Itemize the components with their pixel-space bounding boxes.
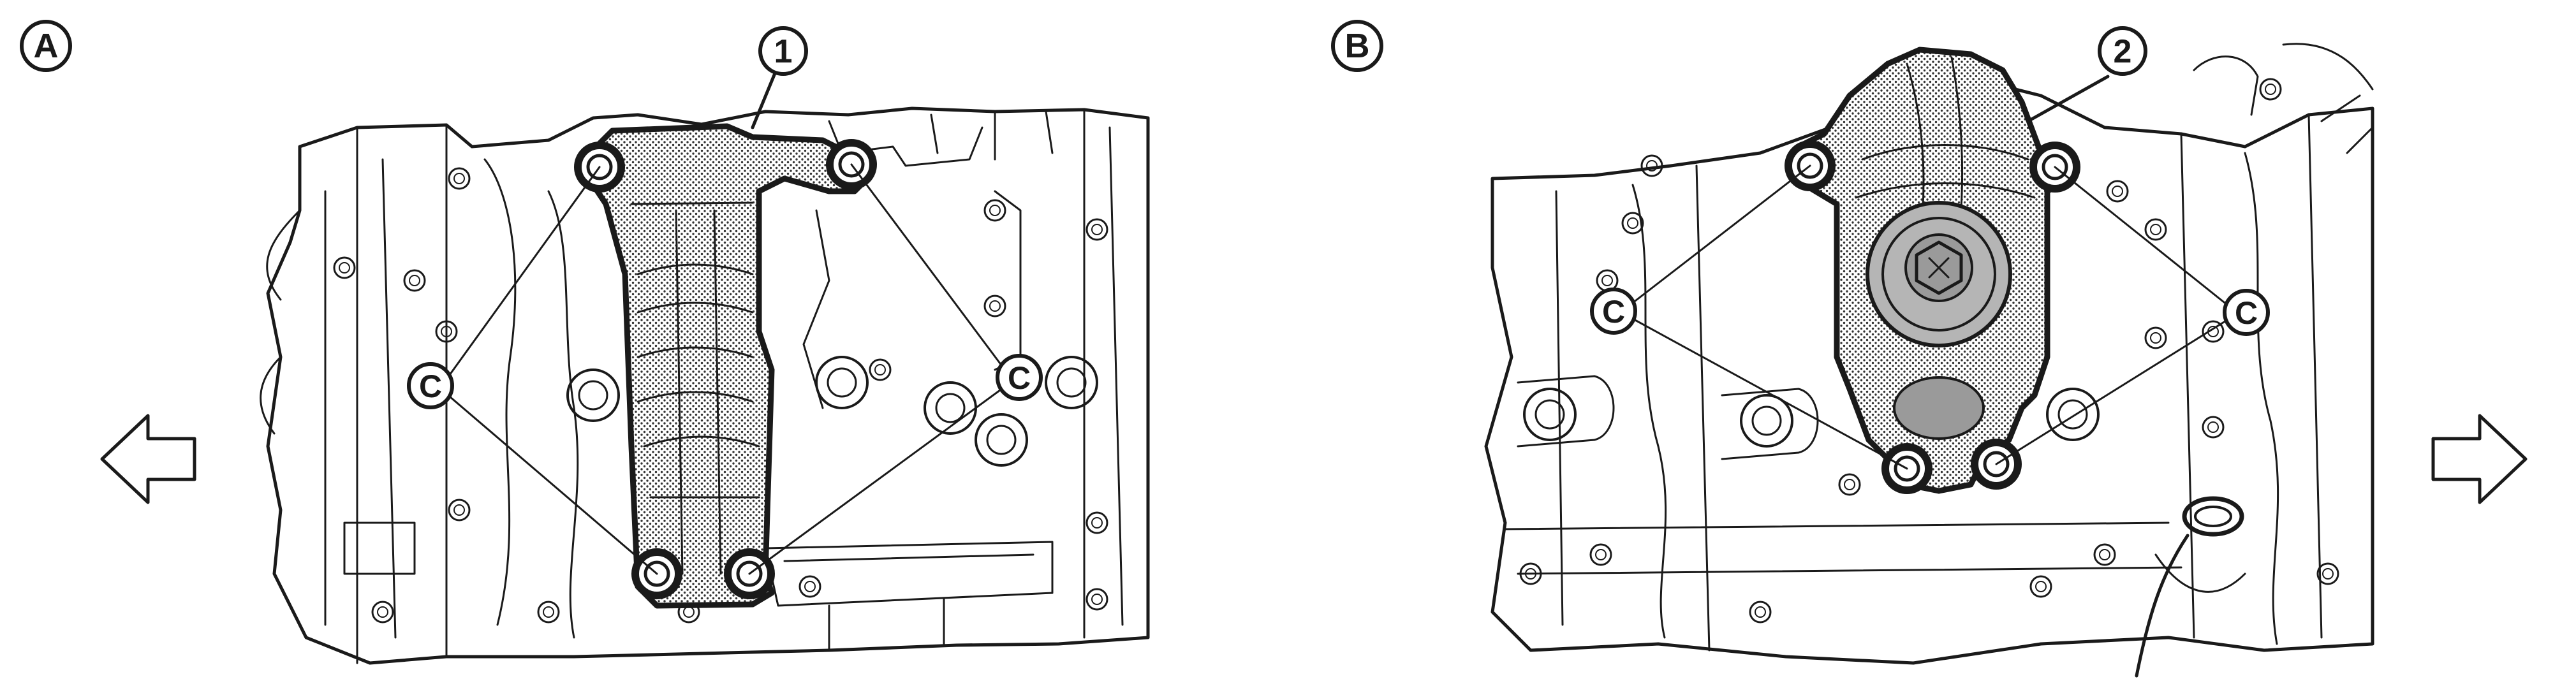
bolt-leaders-a <box>448 163 1001 575</box>
view-label-a: A <box>20 20 72 72</box>
view-label-b: B <box>1331 20 1383 72</box>
bolt-callout-c-b-left: C <box>1590 288 1637 335</box>
part-number-1-callout: 1 <box>758 26 808 76</box>
bolt-callout-c-b-right-text: C <box>2235 295 2258 331</box>
part-1-leader <box>751 71 777 129</box>
pump-cover-part-2 <box>1788 47 2077 491</box>
bolt-callout-c-a-left: C <box>407 362 454 409</box>
bolt-callout-c-b-right: C <box>2223 289 2270 336</box>
right-arrow-icon <box>2431 414 2528 504</box>
cover-part-1 <box>578 123 873 609</box>
left-arrow-icon <box>100 414 196 504</box>
bolt-callout-c-b-left-text: C <box>1602 294 1625 330</box>
bolt-callout-c-a-left-text: C <box>419 368 442 404</box>
part-number-2-callout: 2 <box>2098 26 2147 76</box>
bolt-leaders-b <box>1631 164 2228 470</box>
view-label-a-text: A <box>34 27 59 65</box>
bolt-callout-c-a-right-text: C <box>1008 360 1031 396</box>
bolt-callout-c-a-right: C <box>996 354 1043 401</box>
view-b-diagram: B <box>1331 20 2528 678</box>
part-number-1-text: 1 <box>774 33 793 70</box>
view-label-b-text: B <box>1345 27 1370 65</box>
view-a-diagram: A <box>20 20 1150 665</box>
part-2-leader <box>2026 75 2110 123</box>
part-number-2-text: 2 <box>2114 33 2132 70</box>
